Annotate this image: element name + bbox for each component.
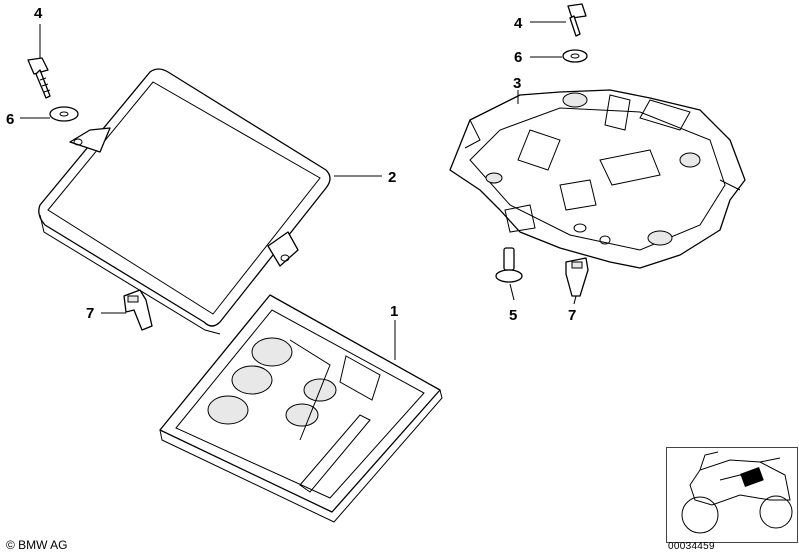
motorcycle-thumbnail xyxy=(681,451,793,534)
carrier-part-3 xyxy=(449,89,746,269)
washer-part-6-left xyxy=(49,106,79,122)
pin-part-5 xyxy=(495,247,523,283)
thumbnail-frame xyxy=(666,447,798,543)
callout-3: 3 xyxy=(513,75,521,92)
callout-4-left: 4 xyxy=(34,5,43,22)
callout-labels: 4 6 2 7 1 4 6 3 5 7 xyxy=(6,5,576,324)
tray-part-1 xyxy=(159,294,443,523)
copyright-text: © BMW AG xyxy=(6,538,68,552)
callout-2: 2 xyxy=(388,169,396,186)
callout-1: 1 xyxy=(390,303,398,320)
callout-5: 5 xyxy=(509,307,517,324)
washer-part-6-right xyxy=(562,49,588,63)
callout-6-right: 6 xyxy=(514,49,522,66)
document-number: 00034459 xyxy=(668,541,715,552)
cover-part-2 xyxy=(38,68,331,335)
callout-7-right: 7 xyxy=(568,307,576,324)
callout-7-left: 7 xyxy=(86,305,94,322)
leader-lines xyxy=(20,21,577,360)
highlight-location-icon xyxy=(740,467,764,487)
clip-part-7-right xyxy=(565,257,589,297)
clip-part-7-left xyxy=(123,289,153,331)
screw-part-4-right xyxy=(567,3,587,37)
callout-4-right: 4 xyxy=(514,15,523,32)
callout-6-left: 6 xyxy=(6,111,14,128)
screw-part-4-left xyxy=(27,57,51,99)
